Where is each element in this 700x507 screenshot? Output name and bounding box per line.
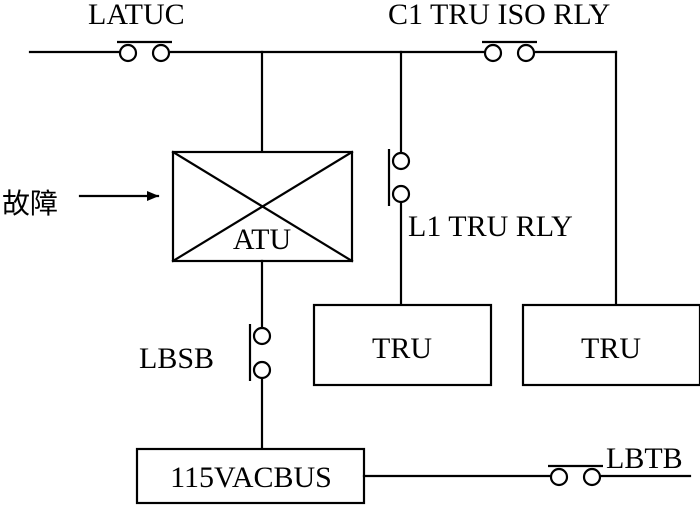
- l1-tru-rly-label: L1 TRU RLY: [408, 210, 573, 243]
- latuc-label: LATUC: [88, 0, 185, 31]
- lbsb-label: LBSB: [139, 342, 214, 375]
- c1-tru-iso-rly-label: C1 TRU ISO RLY: [388, 0, 610, 31]
- l1-tru-rly-contact: [387, 149, 411, 206]
- lbtb-label: LBTB: [606, 442, 683, 475]
- tru-left-label: TRU: [372, 332, 432, 365]
- tru-right-box: [521, 303, 700, 387]
- fault-label: 故障: [2, 187, 58, 220]
- tru-left-box: [312, 303, 493, 387]
- lbsb-contact: [248, 324, 272, 381]
- ac-bus-label: 115VACBUS: [170, 461, 332, 494]
- ac-bus-box: [135, 447, 366, 505]
- latuc-contact: [117, 40, 172, 63]
- lbtb-contact: [548, 464, 603, 487]
- c1-tru-iso-rly-contact: [482, 40, 537, 63]
- atu-label: ATU: [233, 223, 292, 256]
- tru-right-label: TRU: [581, 332, 641, 365]
